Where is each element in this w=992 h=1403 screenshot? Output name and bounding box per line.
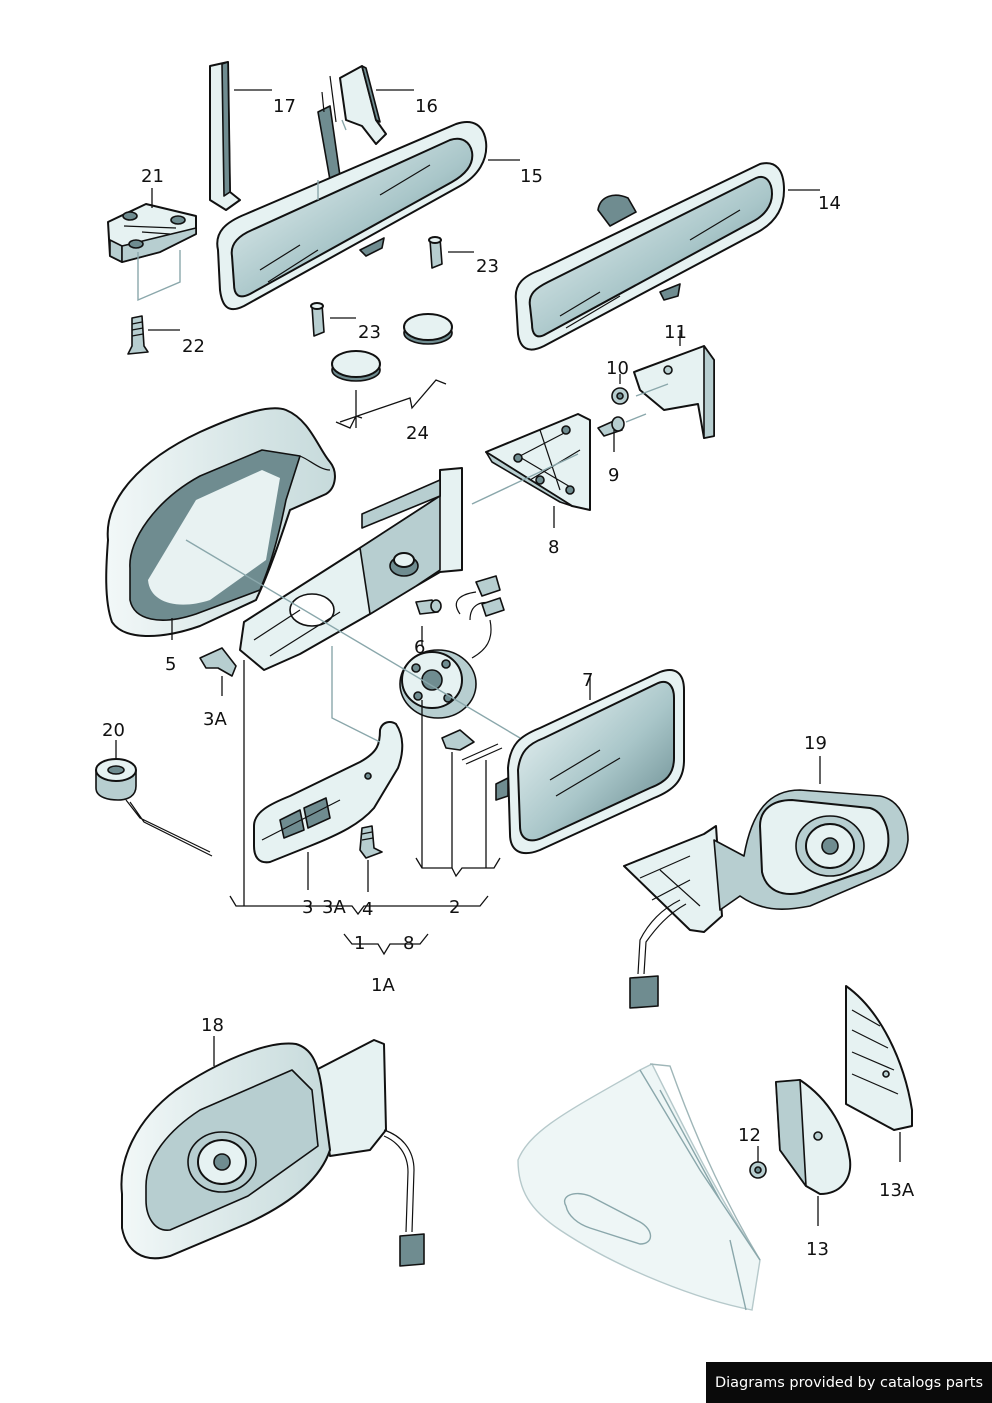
- label-1A: 1A: [371, 975, 395, 996]
- label-5: 5: [165, 654, 176, 675]
- part-20-sensor: [95, 758, 213, 857]
- part-7-mirror-glass: [495, 669, 685, 855]
- leader-lines: [115, 89, 901, 1226]
- part-23-bulb-lower: [310, 302, 325, 337]
- part-15-rearview-mirror: [216, 121, 488, 311]
- label-8-top: 8: [548, 537, 559, 558]
- part-13-cover: [775, 1079, 852, 1195]
- part-21-bracket: [107, 203, 197, 263]
- part-1-mirror-base: [239, 467, 463, 671]
- part-3A-clip: [199, 647, 237, 677]
- part-5-mirror-housing: [105, 407, 336, 638]
- part-8-mount-plate: [485, 413, 591, 511]
- label-21: 21: [141, 166, 164, 187]
- credit-banner: Diagrams provided by catalogs parts: [706, 1362, 992, 1403]
- label-18: 18: [201, 1015, 224, 1036]
- part-11-cap: [633, 345, 715, 439]
- label-9: 9: [608, 465, 619, 486]
- part-23-bulb-upper: [428, 236, 443, 269]
- part-4-screw: [359, 825, 383, 859]
- label-3A-left: 3A: [203, 709, 227, 730]
- label-17: 17: [273, 96, 296, 117]
- car-door-section: [517, 1063, 761, 1311]
- label-10: 10: [606, 358, 629, 379]
- part-24-adhesive-pads: [331, 313, 453, 382]
- label-16: 16: [415, 96, 438, 117]
- part-19-mirror-assembly: [623, 789, 909, 1009]
- label-6: 6: [414, 637, 425, 658]
- label-15: 15: [520, 166, 543, 187]
- label-19: 19: [804, 733, 827, 754]
- label-23-right: 23: [476, 256, 499, 277]
- part-22-screw: [127, 315, 149, 355]
- label-2: 2: [449, 897, 460, 918]
- label-24: 24: [406, 423, 429, 444]
- label-14: 14: [818, 193, 841, 214]
- part-screw-base: [415, 599, 442, 615]
- part-9-screw: [597, 416, 625, 437]
- part-12-nut: [749, 1161, 767, 1179]
- label-20: 20: [102, 720, 125, 741]
- label-12: 12: [738, 1125, 761, 1146]
- label-13: 13: [806, 1239, 829, 1260]
- part-13A-cap: [845, 985, 913, 1131]
- part-10-nut: [611, 387, 629, 405]
- label-7: 7: [582, 670, 593, 691]
- label-4: 4: [362, 899, 373, 920]
- label-23-left: 23: [358, 322, 381, 343]
- part-labels: 17 16 15 14 21 22 23 23 11 10 24 9 8 6 5…: [102, 96, 915, 1260]
- label-8-bottom: 8: [403, 933, 414, 954]
- label-1: 1: [354, 933, 365, 954]
- part-3-cover: [253, 721, 404, 864]
- label-11: 11: [664, 322, 687, 343]
- label-22: 22: [182, 336, 205, 357]
- part-17-trim-strip: [209, 61, 241, 211]
- label-3A-bottom: 3A: [322, 897, 346, 918]
- label-3: 3: [302, 897, 313, 918]
- part-14-rearview-mirror: [514, 162, 785, 351]
- part-2-heating-element: [441, 729, 503, 765]
- label-13A: 13A: [879, 1180, 915, 1201]
- part-18-mirror-assembly: [120, 1039, 425, 1267]
